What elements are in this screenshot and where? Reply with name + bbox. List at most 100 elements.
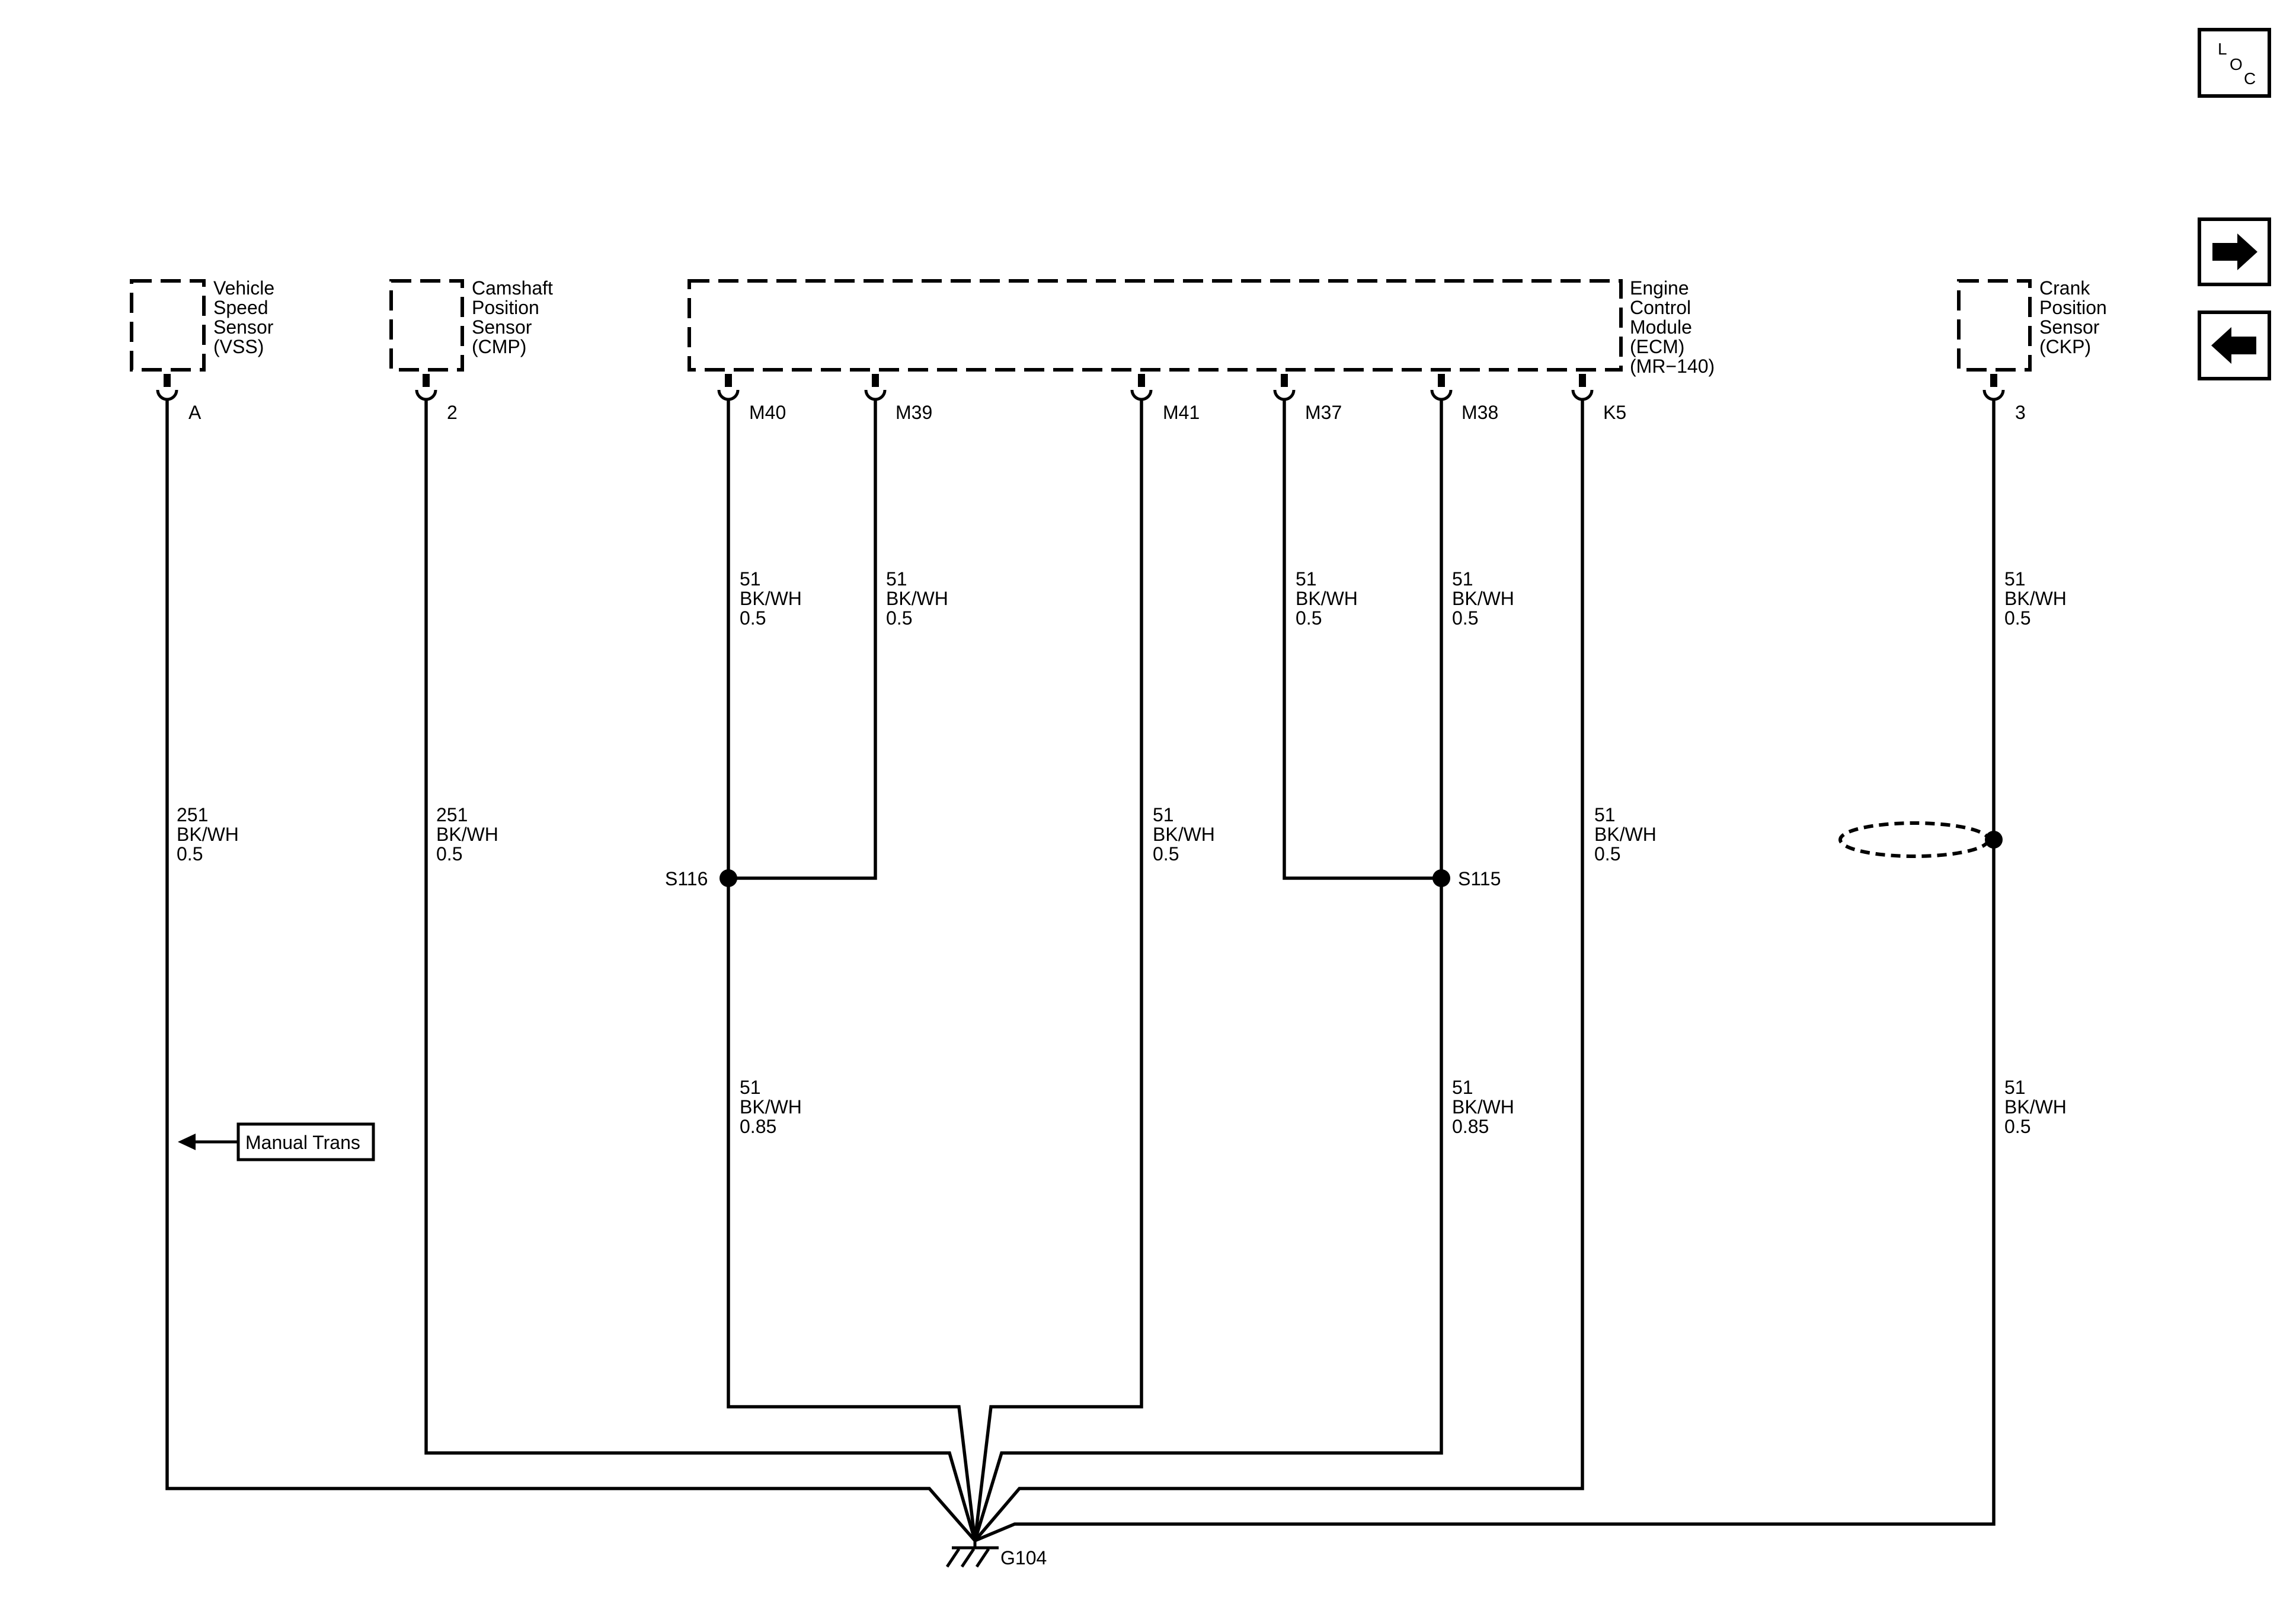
svg-text:0.5: 0.5	[177, 843, 203, 865]
svg-text:Speed: Speed	[213, 297, 268, 318]
svg-text:A: A	[188, 402, 202, 423]
arrow-left-small-head	[178, 1134, 196, 1150]
svg-text:0.5: 0.5	[2004, 607, 2030, 629]
svg-text:M37: M37	[1305, 402, 1342, 423]
manual-trans-box	[236, 1122, 375, 1161]
svg-text:Vehicle: Vehicle	[213, 277, 274, 299]
svg-text:(VSS): (VSS)	[213, 336, 264, 357]
wire-label-vss: 251 BK/WH 0.5	[177, 804, 239, 865]
svg-text:M41: M41	[1163, 402, 1200, 423]
svg-text:Sensor: Sensor	[213, 316, 274, 338]
svg-text:M38: M38	[1462, 402, 1498, 423]
splice-s116-label: S116	[665, 868, 708, 889]
terminal-m38	[1430, 374, 1453, 401]
svg-text:0.5: 0.5	[2004, 1116, 2030, 1137]
cmp-label: Camshaft Position Sensor (CMP)	[472, 277, 553, 357]
ckp-box	[1957, 279, 2032, 372]
loc-c: C	[2244, 69, 2256, 88]
arrow-right-icon	[2212, 233, 2257, 270]
svg-text:51: 51	[1452, 568, 1473, 590]
svg-text:Sensor: Sensor	[472, 316, 532, 338]
wire-label-ckp-upper: 51 BK/WH 0.5	[2004, 568, 2067, 629]
ecm-label: Engine Control Module (ECM) (MR−140)	[1630, 277, 1715, 377]
loc-button[interactable]: L O C	[2198, 28, 2271, 98]
svg-text:BK/WH: BK/WH	[1452, 1096, 1514, 1118]
wire-label-s115-out: 51 BK/WH 0.85	[1452, 1077, 1514, 1137]
svg-text:2: 2	[447, 402, 458, 423]
next-page-button[interactable]	[2198, 217, 2271, 286]
wire-m39	[728, 398, 877, 880]
svg-text:Control: Control	[1630, 297, 1691, 318]
svg-text:51: 51	[740, 1077, 761, 1098]
svg-text:K5: K5	[1603, 402, 1626, 423]
svg-text:51: 51	[886, 568, 907, 590]
wire-label-m37: 51 BK/WH 0.5	[1296, 568, 1358, 629]
svg-text:M40: M40	[749, 402, 786, 423]
wire-vss	[165, 398, 977, 1542]
svg-text:M39: M39	[896, 402, 932, 423]
terminal-m37	[1273, 374, 1296, 401]
svg-text:Sensor: Sensor	[2039, 316, 2100, 338]
ecm-box	[687, 279, 1623, 372]
wire-label-m41: 51 BK/WH 0.5	[1153, 804, 1215, 865]
wire-k5	[973, 398, 1584, 1542]
svg-text:51: 51	[1296, 568, 1317, 590]
svg-text:0.5: 0.5	[1153, 843, 1179, 865]
terminal-cmp-2	[415, 374, 437, 401]
splice-s116	[720, 869, 737, 887]
terminal-vss-a	[156, 374, 178, 401]
shield-drain-splice	[1985, 831, 2003, 849]
ground-label: G104	[1000, 1547, 1047, 1569]
svg-text:BK/WH: BK/WH	[1153, 824, 1215, 845]
svg-text:(CKP): (CKP)	[2039, 336, 2091, 357]
svg-text:BK/WH: BK/WH	[177, 824, 239, 845]
terminal-m39	[864, 374, 887, 401]
svg-text:(CMP): (CMP)	[472, 336, 526, 357]
svg-text:51: 51	[2004, 1077, 2026, 1098]
vss-box	[130, 279, 206, 372]
wire-m41	[973, 398, 1143, 1541]
manual-trans-label: Manual Trans	[245, 1132, 360, 1153]
svg-text:Module: Module	[1630, 316, 1692, 338]
svg-text:51: 51	[1153, 804, 1174, 825]
svg-text:BK/WH: BK/WH	[2004, 1096, 2067, 1118]
cmp-box	[389, 279, 464, 372]
splice-s115	[1432, 869, 1450, 887]
svg-text:BK/WH: BK/WH	[886, 588, 948, 609]
svg-text:(ECM): (ECM)	[1630, 336, 1684, 357]
terminal-m40	[717, 374, 740, 401]
manual-trans-note[interactable]: Manual Trans	[178, 1122, 375, 1161]
svg-text:Position: Position	[472, 297, 539, 318]
wire-label-m39: 51 BK/WH 0.5	[886, 568, 948, 629]
loc-l: L	[2218, 40, 2227, 58]
arrow-left-icon	[2211, 327, 2256, 364]
svg-text:51: 51	[2004, 568, 2026, 590]
svg-text:BK/WH: BK/WH	[436, 824, 498, 845]
svg-text:(MR−140): (MR−140)	[1630, 356, 1715, 377]
svg-text:51: 51	[1452, 1077, 1473, 1098]
svg-text:BK/WH: BK/WH	[1452, 588, 1514, 609]
wire-m37	[1283, 398, 1441, 880]
svg-text:0.5: 0.5	[1594, 843, 1620, 865]
pin-labels: A 2 M40 M39 M41 M37 M38 K5 3	[188, 402, 2026, 423]
svg-text:51: 51	[740, 568, 761, 590]
svg-text:BK/WH: BK/WH	[740, 1096, 802, 1118]
previous-page-button[interactable]	[2198, 311, 2271, 380]
wire-label-cmp: 251 BK/WH 0.5	[436, 804, 498, 865]
svg-text:0.5: 0.5	[740, 607, 766, 629]
wire-cmp	[424, 398, 977, 1541]
svg-text:Engine: Engine	[1630, 277, 1689, 299]
terminal-m41	[1130, 374, 1153, 401]
wires	[165, 398, 1996, 1542]
terminal-ckp-3	[1982, 374, 2005, 401]
svg-text:251: 251	[177, 804, 208, 825]
ckp-label: Crank Position Sensor (CKP)	[2039, 277, 2107, 357]
shield-ellipse	[1838, 821, 1990, 858]
wire-label-k5: 51 BK/WH 0.5	[1594, 804, 1657, 865]
svg-text:BK/WH: BK/WH	[1296, 588, 1358, 609]
svg-text:Position: Position	[2039, 297, 2107, 318]
svg-text:0.5: 0.5	[1296, 607, 1322, 629]
svg-text:Crank: Crank	[2039, 277, 2090, 299]
vss-label: Vehicle Speed Sensor (VSS)	[213, 277, 274, 357]
